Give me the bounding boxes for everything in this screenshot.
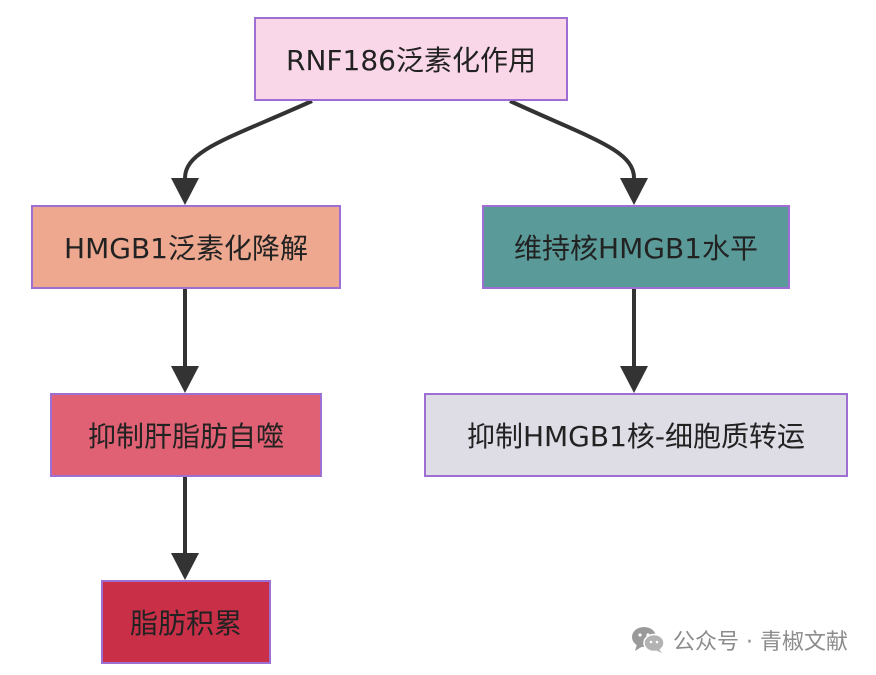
node-root-label: RNF186泛素化作用 <box>286 44 536 77</box>
node-lipid-accumulation: 脂肪积累 <box>101 580 271 664</box>
arrowhead-icon <box>620 178 648 205</box>
arrowhead-icon <box>620 366 648 393</box>
arrowhead-icon <box>171 178 199 205</box>
node-inhibit-translocation: 抑制HMGB1核-细胞质转运 <box>424 393 848 477</box>
node-hmgb1-degradation: HMGB1泛素化降解 <box>31 205 341 289</box>
node-hmgb1-degradation-label: HMGB1泛素化降解 <box>64 232 308 265</box>
node-inhibit-autophagy: 抑制肝脂肪自噬 <box>50 393 322 477</box>
node-inhibit-translocation-label: 抑制HMGB1核-细胞质转运 <box>466 420 806 453</box>
wechat-icon <box>631 626 665 654</box>
watermark-text: 公众号 · 青椒文献 <box>673 630 848 655</box>
edge-root-to-degradation <box>183 99 313 179</box>
node-maintain-nuclear-label: 维持核HMGB1水平 <box>514 232 758 265</box>
watermark: 公众号 · 青椒文献 <box>631 624 848 656</box>
node-lipid-accumulation-label: 脂肪积累 <box>129 607 242 640</box>
node-inhibit-autophagy-label: 抑制肝脂肪自噬 <box>87 420 284 453</box>
arrowhead-icon <box>171 553 199 580</box>
arrowhead-icon <box>171 366 199 393</box>
node-root: RNF186泛素化作用 <box>254 17 568 101</box>
edge-root-to-maintain <box>509 99 636 179</box>
node-maintain-nuclear: 维持核HMGB1水平 <box>482 205 790 289</box>
